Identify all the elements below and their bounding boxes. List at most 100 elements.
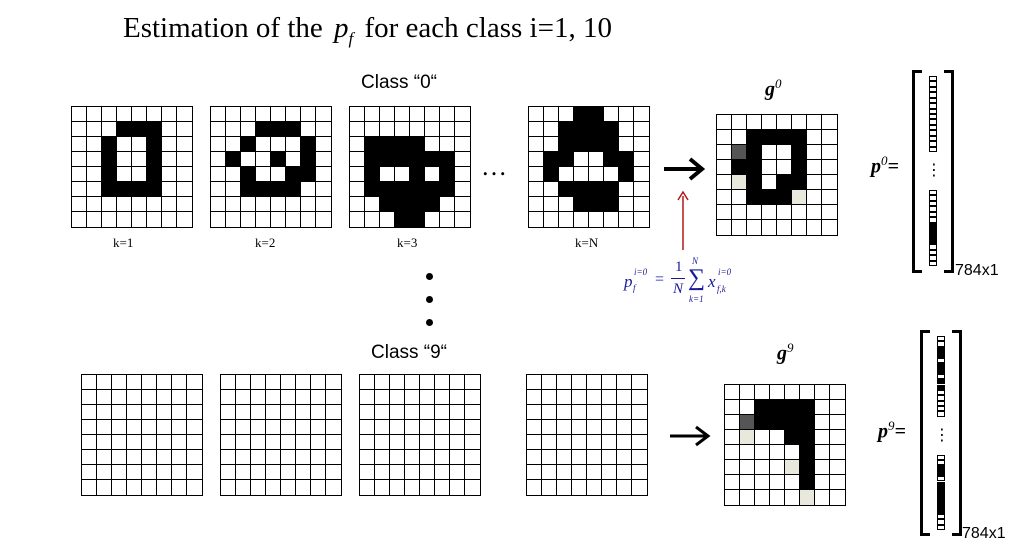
grid-cell xyxy=(405,390,420,405)
grid-cell xyxy=(296,405,311,420)
grid-cell xyxy=(172,450,187,465)
grid-cell xyxy=(286,182,301,197)
grid-cell xyxy=(410,107,425,122)
vector-cell xyxy=(929,146,937,152)
grid-cell xyxy=(815,385,830,400)
grid-cell xyxy=(117,107,132,122)
grid-cell xyxy=(157,480,172,495)
grid-cell xyxy=(97,420,112,435)
grid-cell xyxy=(177,182,192,197)
grid-cell xyxy=(211,212,226,227)
grid-cell xyxy=(529,182,544,197)
vector-cell xyxy=(929,222,937,228)
grid-cell xyxy=(395,107,410,122)
vector-cell xyxy=(929,200,937,207)
grid-cell xyxy=(604,107,619,122)
grid-cell xyxy=(634,212,649,227)
grid-cell xyxy=(142,405,157,420)
grid-cell xyxy=(360,405,375,420)
grid-cell xyxy=(557,390,572,405)
grid-cell xyxy=(162,122,177,137)
vector-cell xyxy=(929,119,937,125)
grid-cell xyxy=(815,460,830,475)
grid-cell xyxy=(815,490,830,505)
grid-cell xyxy=(762,160,777,175)
grid-cell xyxy=(132,122,147,137)
grid-cell xyxy=(450,480,465,495)
grid-cell xyxy=(211,137,226,152)
grid-cell xyxy=(360,375,375,390)
grid-cell xyxy=(296,390,311,405)
sample-label-k3: k=3 xyxy=(397,235,418,250)
grid-cell xyxy=(830,445,845,460)
grid-cell xyxy=(527,480,542,495)
grid-cell xyxy=(542,435,557,450)
grid-cell xyxy=(271,152,286,167)
grid-cell xyxy=(770,385,785,400)
grid-cell xyxy=(572,450,587,465)
grid-cell xyxy=(251,405,266,420)
p0-label: p0= xyxy=(871,153,899,178)
grid-cell xyxy=(72,167,87,182)
grid-cell xyxy=(117,197,132,212)
vector-cell xyxy=(929,211,937,218)
grid-cell xyxy=(97,405,112,420)
grid-cell xyxy=(465,405,480,420)
grid-cell xyxy=(455,107,470,122)
grid-cell xyxy=(142,435,157,450)
grid-cell xyxy=(350,122,365,137)
grid-cell xyxy=(316,197,331,212)
grid-cell xyxy=(375,420,390,435)
grid-cell xyxy=(529,137,544,152)
grid-cell xyxy=(410,182,425,197)
grid-cell xyxy=(717,190,732,205)
vertical-dot-2 xyxy=(426,296,433,303)
grid-cell xyxy=(589,167,604,182)
grid-cell xyxy=(221,405,236,420)
grid-cell xyxy=(740,490,755,505)
grid-cell xyxy=(785,475,800,490)
grid-cell xyxy=(435,390,450,405)
sample-grid-class9-3 xyxy=(359,374,481,496)
grid-cell xyxy=(717,145,732,160)
grid-cell xyxy=(405,405,420,420)
grid-cell xyxy=(177,122,192,137)
vector-cell xyxy=(929,135,937,142)
grid-cell xyxy=(770,445,785,460)
vector-cell xyxy=(937,384,945,390)
grid-cell xyxy=(410,152,425,167)
grid-cell xyxy=(717,130,732,145)
grid-cell xyxy=(587,435,602,450)
grid-cell xyxy=(557,375,572,390)
vector-cell xyxy=(929,86,937,93)
grid-cell xyxy=(221,390,236,405)
grid-cell xyxy=(380,152,395,167)
grid-cell xyxy=(574,122,589,137)
grid-cell xyxy=(822,205,837,220)
grid-cell xyxy=(271,167,286,182)
grid-cell xyxy=(762,130,777,145)
grid-cell xyxy=(311,390,326,405)
grid-cell xyxy=(395,197,410,212)
grid-cell xyxy=(72,212,87,227)
grid-cell xyxy=(172,390,187,405)
grid-cell xyxy=(632,465,647,480)
grid-cell xyxy=(187,450,202,465)
grid-cell xyxy=(527,435,542,450)
grid-cell xyxy=(127,375,142,390)
grid-cell xyxy=(465,435,480,450)
grid-cell xyxy=(602,480,617,495)
grid-cell xyxy=(241,152,256,167)
grid-cell xyxy=(815,475,830,490)
grid-cell xyxy=(732,175,747,190)
grid-cell xyxy=(529,152,544,167)
title-var: p xyxy=(334,12,349,44)
p0-vector-bracket: ⋮ xyxy=(912,70,954,273)
grid-cell xyxy=(301,197,316,212)
grid-cell xyxy=(420,420,435,435)
vector-cell xyxy=(929,103,937,109)
grid-cell xyxy=(557,465,572,480)
grid-cell xyxy=(830,430,845,445)
grid-cell xyxy=(559,167,574,182)
grid-cell xyxy=(747,220,762,235)
